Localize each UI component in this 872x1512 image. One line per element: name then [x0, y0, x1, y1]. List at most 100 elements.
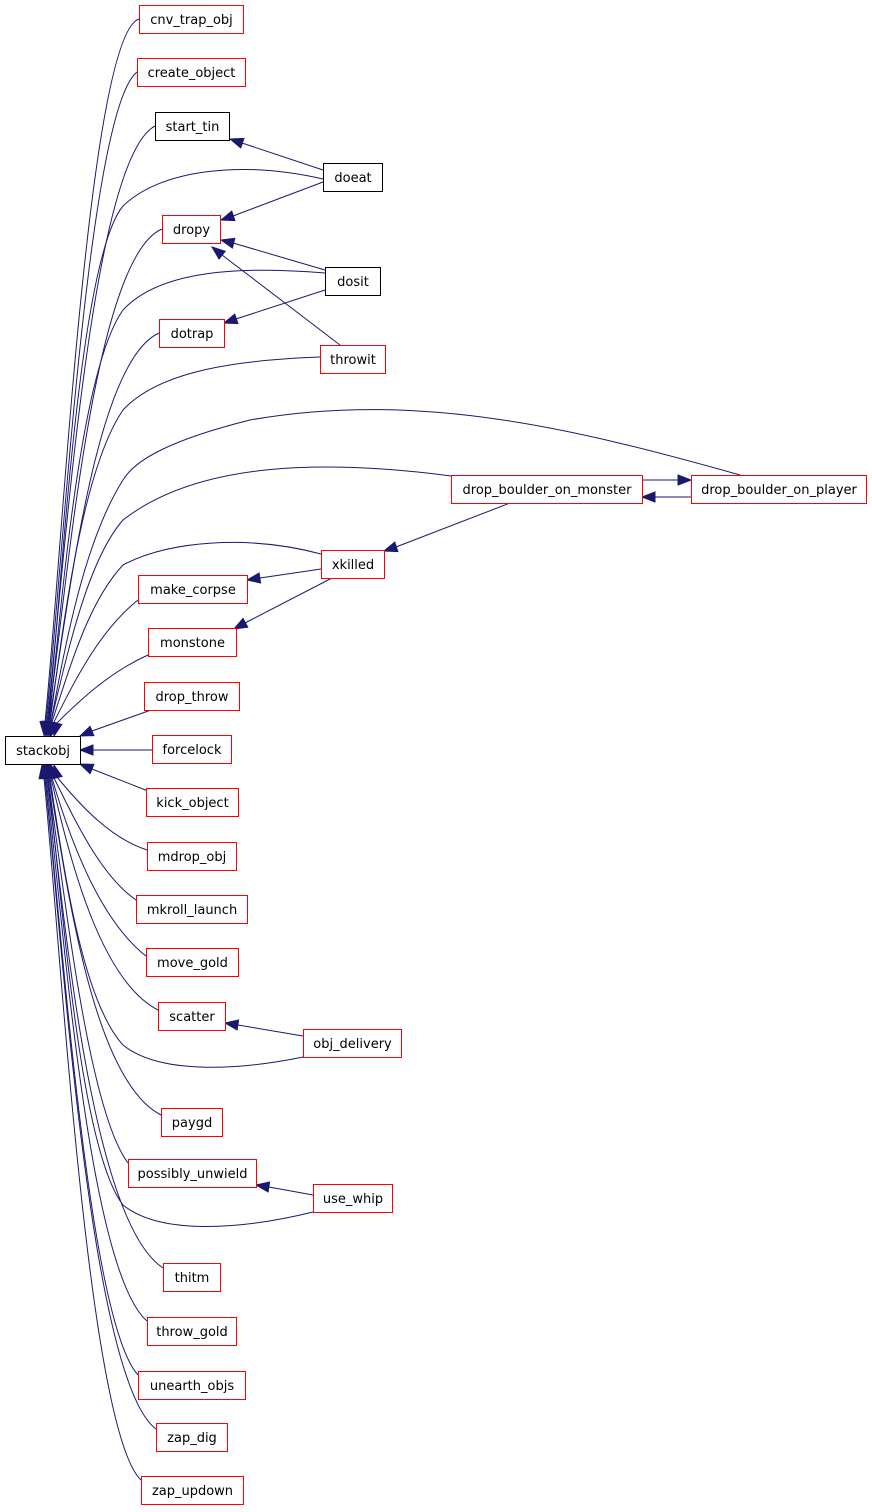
edge-line [50, 409, 741, 723]
node-label: zap_dig [167, 1431, 217, 1446]
edge-line [51, 777, 147, 957]
edges-layer [38, 18, 741, 1481]
edge-line [237, 1024, 304, 1037]
edge-line [91, 768, 149, 792]
arrowhead-icon [222, 313, 239, 325]
edge-line [47, 777, 314, 1227]
node-label: scatter [169, 1010, 215, 1025]
node-label: obj_delivery [313, 1037, 392, 1052]
node-mdrop-obj[interactable]: mdrop_obj [147, 842, 237, 871]
node-box [155, 112, 230, 141]
node-mkroll-launch[interactable]: mkroll_launch [136, 895, 248, 924]
node-create-object[interactable]: create_object [137, 58, 246, 87]
edge-line [232, 181, 324, 217]
arrowhead-icon [228, 137, 245, 149]
arrowhead-icon [38, 763, 50, 780]
edge-drop_throw-to-stackobj [78, 709, 152, 737]
edge-paygd-to-stackobj [43, 763, 162, 1116]
node-obj-delivery[interactable]: obj_delivery [303, 1029, 402, 1058]
node-monstone[interactable]: monstone [148, 628, 237, 657]
edge-dosit-to-dotrap [222, 289, 326, 325]
node-box [321, 550, 385, 579]
edge-line [244, 577, 333, 624]
node-label: drop_boulder_on_monster [463, 483, 633, 498]
edge-line [268, 1186, 314, 1196]
edge-kick_object-to-stackobj [78, 763, 149, 792]
edge-throwit-to-dropy [210, 246, 341, 346]
node-box [451, 475, 643, 504]
node-unearth-objs[interactable]: unearth_objs [138, 1371, 246, 1400]
node-throw-gold[interactable]: throw_gold [147, 1317, 237, 1346]
edge-line [47, 228, 163, 723]
node-label: dotrap [171, 327, 214, 342]
node-possibly-unwield[interactable]: possibly_unwield [128, 1159, 257, 1188]
node-label: throw_gold [156, 1325, 228, 1340]
node-xkilled[interactable]: xkilled [321, 550, 385, 579]
edge-monstone-to-stackobj [51, 654, 149, 738]
node-label: mdrop_obj [158, 850, 227, 865]
edge-throw_gold-to-stackobj [40, 763, 148, 1322]
node-use-whip[interactable]: use_whip [313, 1184, 393, 1213]
node-box [5, 736, 81, 765]
node-doeat[interactable]: doeat [323, 163, 383, 192]
arrowhead-icon [677, 474, 693, 486]
node-start-tin[interactable]: start_tin [155, 112, 230, 141]
edge-drop_boulder_on_monster-to-xkilled [382, 502, 511, 553]
node-label: create_object [148, 66, 236, 81]
node-label: dropy [173, 223, 211, 238]
edge-line [232, 242, 326, 271]
node-drop-throw[interactable]: drop_throw [144, 682, 240, 711]
node-kick-object[interactable]: kick_object [146, 788, 239, 817]
node-box [313, 1184, 393, 1213]
node-zap-dig[interactable]: zap_dig [156, 1423, 228, 1452]
node-dotrap[interactable]: dotrap [159, 319, 225, 348]
node-label: kick_object [156, 796, 228, 811]
node-label: use_whip [323, 1192, 383, 1207]
edge-line [56, 776, 148, 851]
edge-dotrap-to-stackobj [43, 332, 160, 737]
node-label: thitm [175, 1271, 210, 1286]
arrowhead-icon [210, 246, 227, 260]
edge-line [49, 356, 321, 723]
edge-use_whip-to-possibly_unwield [254, 1181, 314, 1196]
node-stackobj: stackobj [5, 736, 81, 765]
node-label: unearth_objs [150, 1379, 234, 1394]
node-drop-boulder-on-monster[interactable]: drop_boulder_on_monster [451, 475, 643, 504]
node-box [163, 1263, 221, 1292]
node-paygd[interactable]: paygd [161, 1108, 223, 1137]
node-box [325, 267, 381, 296]
node-label: xkilled [332, 558, 374, 573]
node-scatter[interactable]: scatter [158, 1002, 226, 1031]
node-throwit[interactable]: throwit [320, 345, 386, 374]
node-dropy[interactable]: dropy [162, 215, 221, 244]
edge-line [50, 777, 159, 1011]
node-move-gold[interactable]: move_gold [146, 948, 239, 977]
node-forcelock[interactable]: forcelock [152, 735, 232, 764]
node-dosit[interactable]: dosit [325, 267, 381, 296]
node-thitm[interactable]: thitm [163, 1263, 221, 1292]
node-box [128, 1159, 257, 1188]
edge-line [91, 709, 152, 732]
edge-drop_boulder_on_player-to-drop_boulder_on_monster [640, 491, 691, 503]
node-cnv-trap-obj[interactable]: cnv_trap_obj [139, 5, 244, 34]
node-box [161, 1108, 223, 1137]
edge-obj_delivery-to-scatter [223, 1019, 304, 1037]
node-label: forcelock [163, 743, 222, 758]
edge-mdrop_obj-to-stackobj [51, 763, 148, 851]
edge-dosit-to-dropy [219, 237, 326, 271]
node-drop-boulder-on-player[interactable]: drop_boulder_on_player [691, 475, 867, 504]
edge-drop_boulder_on_monster-to-stackobj [45, 466, 452, 737]
arrowhead-icon [51, 721, 63, 738]
node-box [147, 842, 237, 871]
node-box [303, 1029, 402, 1058]
edge-drop_boulder_on_monster-to-drop_boulder_on_player [642, 474, 693, 486]
node-zap-updown[interactable]: zap_updown [141, 1476, 244, 1505]
edge-line [43, 777, 142, 1481]
arrowhead-icon [78, 763, 95, 775]
node-box [159, 319, 225, 348]
node-make-corpse[interactable]: make_corpse [138, 575, 248, 604]
nodes-layer: stackobj cnv_trap_obj create_object start_t… [5, 5, 867, 1505]
edge-line [241, 142, 324, 171]
node-box [691, 475, 867, 504]
